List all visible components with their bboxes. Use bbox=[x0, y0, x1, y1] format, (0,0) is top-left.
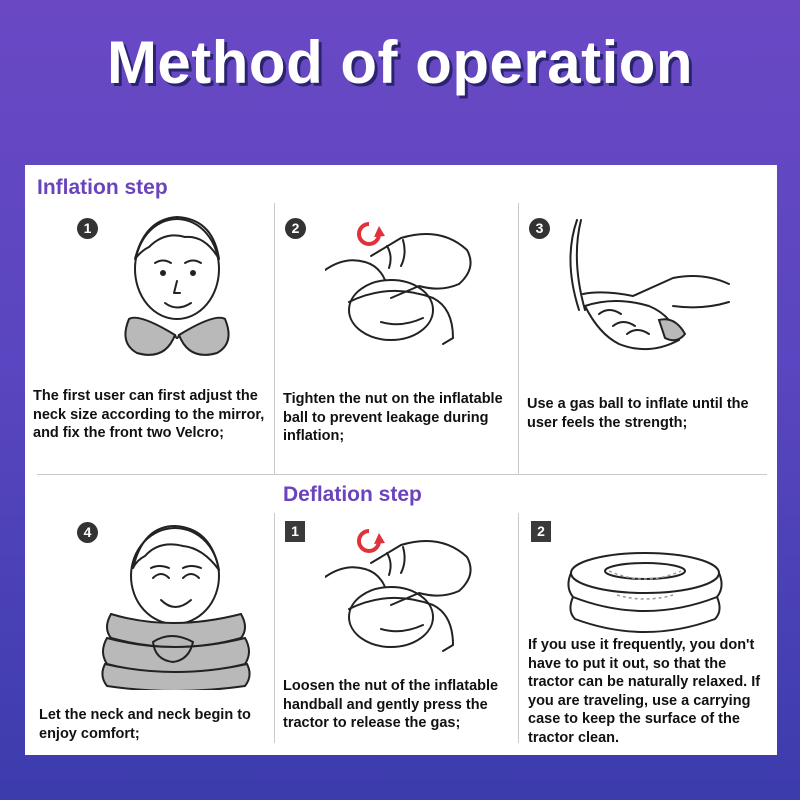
face-with-collar-icon bbox=[124, 216, 230, 356]
hand-squeezing-ball-icon bbox=[569, 219, 730, 351]
step-caption: Loosen the nut of the inflatable handbal… bbox=[283, 678, 499, 731]
step-caption: Tighten the nut on the inflatable ball t… bbox=[283, 391, 503, 444]
instruction-panel: Inflation step Deflation step 1 The firs… bbox=[25, 165, 777, 755]
step-caption: The first user can first adjust the neck… bbox=[33, 388, 265, 441]
page-title: Method of operation bbox=[106, 29, 694, 96]
column-divider bbox=[518, 203, 519, 475]
step-marker: 2 bbox=[531, 521, 551, 542]
deflation-step-heading: Deflation step bbox=[283, 483, 422, 506]
step-caption: If you use it frequently, you don't have… bbox=[528, 637, 761, 746]
hand-loosening-nut-icon bbox=[325, 529, 472, 652]
column-divider bbox=[274, 513, 275, 743]
hand-tightening-nut-icon bbox=[325, 222, 472, 345]
step-marker: 4 bbox=[77, 522, 98, 543]
step-marker: 1 bbox=[77, 218, 98, 239]
stacked-ring-collar-icon bbox=[567, 552, 723, 633]
step-marker: 1 bbox=[285, 521, 305, 542]
step-marker: 2 bbox=[285, 218, 306, 239]
step-caption: Let the neck and neck begin to enjoy com… bbox=[39, 707, 251, 742]
column-divider bbox=[518, 513, 519, 743]
inflation-step-heading: Inflation step bbox=[37, 176, 168, 199]
step-marker: 3 bbox=[529, 218, 550, 239]
smiling-face-with-collar-icon bbox=[101, 525, 251, 690]
column-divider bbox=[274, 203, 275, 475]
step-caption: Use a gas ball to inflate until the user… bbox=[527, 396, 749, 431]
row-divider bbox=[37, 474, 767, 475]
